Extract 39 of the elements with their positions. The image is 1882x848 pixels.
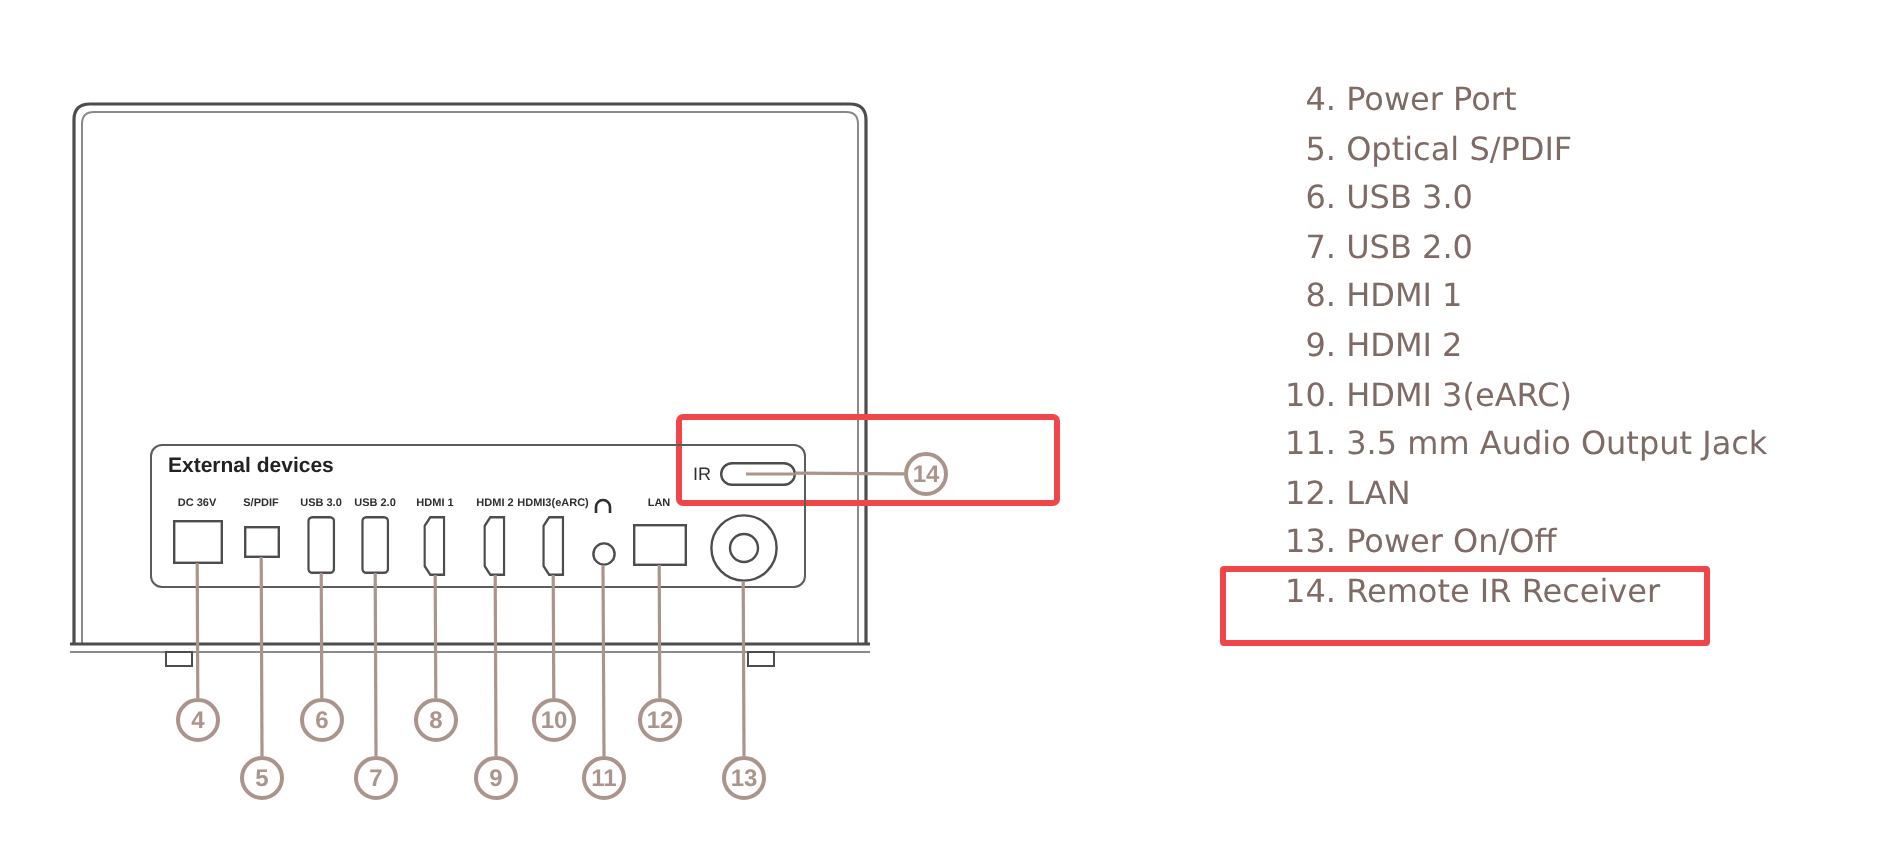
legend-item: 8. HDMI 1 [1303, 276, 1463, 317]
leader-line [551, 575, 556, 698]
leader-line [493, 575, 498, 756]
leader-line [433, 575, 438, 698]
port-panel [150, 444, 806, 588]
callout-number: 12 [638, 698, 682, 742]
highlight-frame [1220, 566, 1710, 646]
leader-line [259, 557, 264, 756]
legend-item: 4. Power Port [1303, 80, 1517, 120]
leader-line [373, 573, 378, 756]
power-button [709, 513, 777, 581]
callout-number: 7 [354, 756, 398, 800]
leader-line [657, 565, 662, 698]
panel-title: External devices [168, 454, 334, 480]
callout-number: 13 [722, 756, 766, 800]
legend-item: 6. USB 3.0 [1303, 178, 1473, 219]
audio-jack [591, 541, 615, 565]
legend-item: 11. 3.5 mm Audio Output Jack [1283, 424, 1768, 465]
callout-number: 5 [240, 756, 284, 800]
legend-item: 5. Optical S/PDIF [1303, 129, 1573, 170]
callout-number: 9 [474, 756, 518, 800]
callout-number: 11 [582, 756, 626, 800]
leader-line [741, 581, 746, 756]
leader-line [195, 563, 200, 698]
legend-item: 7. USB 2.0 [1303, 227, 1473, 268]
callout-number: 10 [532, 698, 576, 742]
callout-number: 14 [904, 452, 948, 496]
leader-line [795, 471, 904, 476]
legend-item: 14. Remote IR Receiver [1283, 572, 1661, 612]
legend-item: 10. HDMI 3(eARC) [1283, 375, 1572, 416]
legend-item: 12. LAN [1283, 473, 1411, 514]
port-label: IR [693, 461, 711, 485]
legend-item: 9. HDMI 2 [1303, 326, 1463, 366]
callout-number: 6 [300, 698, 344, 742]
callout-number: 4 [176, 698, 220, 742]
leader-line [601, 565, 606, 756]
leader-line [319, 573, 324, 698]
callout-number: 8 [414, 698, 458, 742]
legend-item: 13. Power On/Off [1283, 522, 1557, 563]
